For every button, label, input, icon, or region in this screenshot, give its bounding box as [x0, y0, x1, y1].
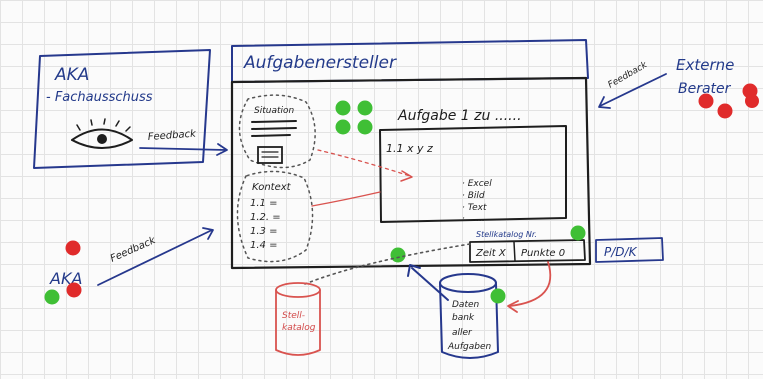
main-window: Aufgabenersteller: [230, 39, 592, 270]
red-dot: [66, 282, 82, 298]
kontext-item: 1.2. =: [250, 212, 281, 223]
task-item: 1.1 x y z: [386, 142, 433, 155]
red-connector-situation-task: [317, 149, 413, 182]
green-dot: [357, 100, 373, 116]
aka-box-title: AKA: [54, 65, 89, 85]
red-dot: [745, 94, 759, 108]
task-bullet: · Text: [462, 203, 487, 213]
green-dot: [335, 100, 351, 116]
green-dot: [490, 288, 506, 304]
main-window-title: Aufgabenersteller: [243, 53, 397, 73]
databank-label: Daten: [452, 300, 480, 310]
feedback-arrow-aka-box: Feedback: [139, 129, 228, 156]
green-dot: [390, 247, 406, 263]
databank-label: bank: [452, 313, 475, 323]
red-dot: [717, 103, 733, 119]
databank-cylinder: Daten bank aller Aufgaben: [439, 273, 506, 359]
task-panel: Aufgabe 1 zu ...... 1.1 x y z · Excel · …: [379, 108, 567, 224]
feedback-arrow-aka-group: Feedback: [97, 227, 214, 286]
eye-icon: [71, 118, 133, 149]
green-dot: [357, 119, 373, 135]
databank-label: aller: [452, 328, 473, 338]
kontext-item: 1.4 =: [250, 240, 277, 251]
catalog-number-label: Stellkatalog Nr.: [476, 230, 537, 239]
kontext-panel: Kontext 1.1 = 1.2. = 1.3 = 1.4 =: [236, 170, 314, 263]
databank-arrow: [407, 264, 449, 301]
green-dots-cluster: [335, 100, 373, 135]
databank-label: Aufgaben: [447, 342, 492, 352]
catalog-cylinder: Stell- katalog: [275, 282, 321, 356]
aka-box: AKA - Fachausschuss: [33, 49, 211, 169]
catalog-label: katalog: [282, 323, 316, 333]
points-field: Punkte 0: [521, 248, 565, 259]
kontext-item: 1.1 =: [250, 198, 277, 209]
catalog-label: Stell-: [282, 311, 305, 321]
green-dot: [44, 289, 60, 305]
red-arrow-to-databank: [507, 261, 552, 313]
red-dot: [65, 240, 81, 256]
situation-panel: Situation: [238, 94, 316, 169]
feedback-label-aka-box: Feedback: [147, 129, 197, 143]
situation-label: Situation: [254, 106, 294, 116]
dotted-link-catalog: [304, 243, 471, 285]
kontext-title: Kontext: [252, 182, 292, 193]
time-field: Zeit X: [475, 248, 507, 259]
document-icon: [257, 146, 283, 164]
task-bullet: · Excel: [462, 179, 492, 189]
pdk-label: P/D/K: [604, 245, 638, 259]
task-bullet: · Bild: [462, 191, 485, 201]
red-connector-kontext-task: [311, 191, 381, 207]
red-dot: [698, 93, 714, 109]
experts-subtitle: Berater: [678, 81, 732, 97]
task-title: Aufgabe 1 zu ......: [397, 108, 522, 124]
aka-group: AKA: [44, 240, 82, 305]
aka-box-subtitle: - Fachausschuss: [46, 90, 153, 105]
green-dot: [335, 119, 351, 135]
external-experts: Externe Berater: [676, 56, 759, 119]
green-dot: [570, 225, 586, 241]
kontext-item: 1.3 =: [250, 226, 277, 237]
feedback-arrow-experts: Feedback: [598, 60, 667, 109]
experts-title: Externe: [676, 56, 734, 74]
task-bullet: · ......: [462, 214, 485, 224]
status-bar: Stellkatalog Nr. Zeit X Punkte 0 P/D/K: [469, 225, 664, 263]
